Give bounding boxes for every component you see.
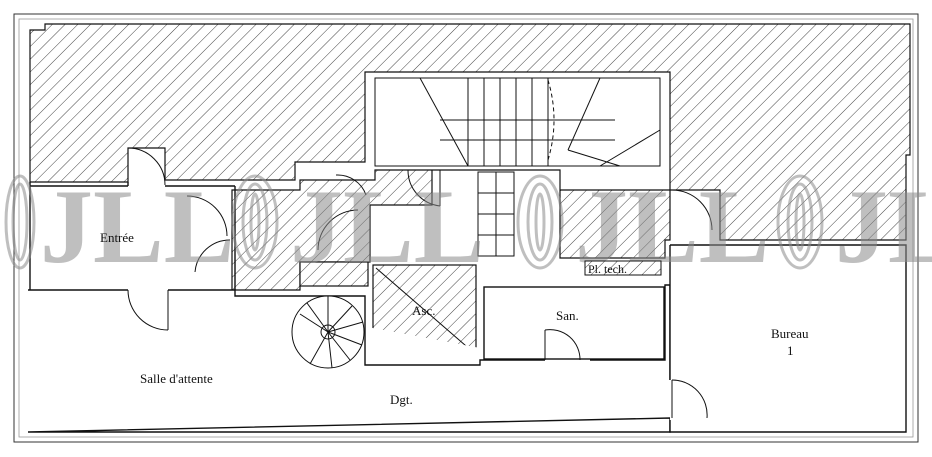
room-label-bureau: Bureau [771, 326, 809, 341]
elevator-cross [375, 267, 474, 353]
watermark-text-2: JLL [290, 168, 484, 285]
watermark-logo-3 [516, 174, 564, 270]
jll-watermark-text: JLL JLL JLL JLL [40, 168, 932, 285]
staircase [374, 77, 661, 257]
room-label-salle-attente: Salle d'attente [140, 371, 213, 386]
room-label-dgt: Dgt. [390, 392, 413, 407]
bureau-room [669, 244, 907, 433]
doors [127, 147, 713, 419]
watermark-text-1: JLL [40, 168, 234, 285]
watermark-text-4: JLL [835, 168, 932, 285]
watermark-logo-4 [776, 174, 824, 270]
room-label-pl-tech: Pl. tech. [588, 262, 627, 276]
watermark-logo-1 [4, 174, 36, 270]
watermark-logo-2 [231, 174, 279, 270]
room-label-entree: Entrée [100, 230, 134, 245]
inner-frame [18, 18, 914, 438]
jll-watermark [4, 174, 824, 270]
room-label-san: San. [556, 308, 579, 323]
room-label-asc: Asc. [412, 303, 435, 318]
room-label-bureau-number: 1 [787, 343, 794, 358]
pl-tech-box [584, 260, 662, 276]
spiral-staircase [291, 295, 365, 369]
